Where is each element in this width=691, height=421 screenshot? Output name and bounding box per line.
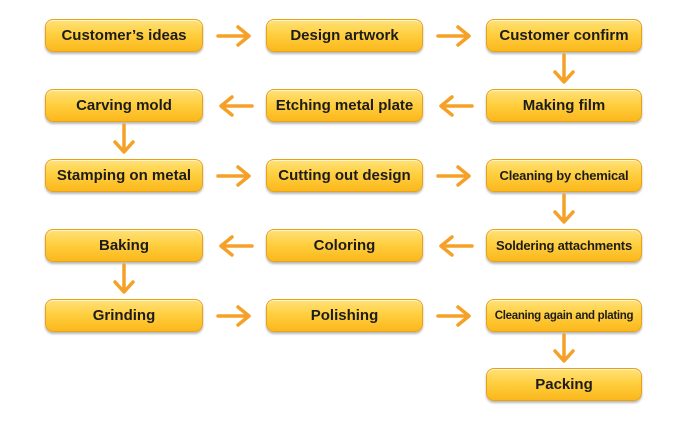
- arrow-right-icon: [436, 165, 471, 187]
- step-cleaning-again-and-plating: Cleaning again and plating: [486, 299, 642, 332]
- step-customers-ideas: Customer’s ideas: [45, 19, 203, 52]
- step-packing: Packing: [486, 368, 642, 401]
- step-cutting-out-design: Cutting out design: [266, 159, 423, 192]
- arrow-left-icon: [219, 95, 254, 117]
- arrow-right-icon: [216, 25, 251, 47]
- arrow-down-icon: [553, 53, 575, 84]
- step-customer-confirm: Customer confirm: [486, 19, 642, 52]
- step-coloring: Coloring: [266, 229, 423, 262]
- arrow-down-icon: [113, 123, 135, 154]
- step-making-film: Making film: [486, 89, 642, 122]
- arrow-left-icon: [439, 235, 474, 257]
- arrow-down-icon: [553, 193, 575, 224]
- step-polishing: Polishing: [266, 299, 423, 332]
- arrow-down-icon: [553, 333, 575, 363]
- step-grinding: Grinding: [45, 299, 203, 332]
- arrow-left-icon: [439, 95, 474, 117]
- step-stamping-on-metal: Stamping on metal: [45, 159, 203, 192]
- step-carving-mold: Carving mold: [45, 89, 203, 122]
- arrow-left-icon: [219, 235, 254, 257]
- arrow-down-icon: [113, 263, 135, 294]
- step-design-artwork: Design artwork: [266, 19, 423, 52]
- step-etching-metal-plate: Etching metal plate: [266, 89, 423, 122]
- step-baking: Baking: [45, 229, 203, 262]
- arrow-right-icon: [436, 25, 471, 47]
- arrow-right-icon: [216, 165, 251, 187]
- arrow-right-icon: [436, 305, 471, 327]
- step-cleaning-by-chemical: Cleaning by chemical: [486, 159, 642, 192]
- step-soldering-attachments: Soldering attachments: [486, 229, 642, 262]
- arrow-right-icon: [216, 305, 251, 327]
